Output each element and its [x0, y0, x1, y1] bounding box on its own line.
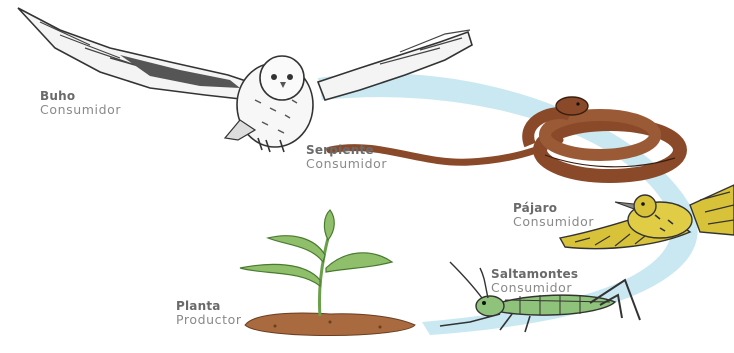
label-pajaro: Pájaro Consumidor	[513, 202, 594, 229]
organism-name-pajaro: Pájaro	[513, 202, 594, 215]
label-saltamontes: Saltamontes Consumidor	[491, 268, 578, 295]
organism-role-planta: Productor	[176, 313, 242, 327]
label-planta: Planta Productor	[176, 300, 242, 327]
organism-role-buho: Consumidor	[40, 103, 121, 117]
organism-name-planta: Planta	[176, 300, 242, 313]
plant-icon	[240, 210, 415, 336]
label-buho: Buho Consumidor	[40, 90, 121, 117]
organism-role-serpiente: Consumidor	[306, 157, 387, 171]
organism-role-pajaro: Consumidor	[513, 215, 594, 229]
label-serpiente: Serpiente Consumidor	[306, 144, 387, 171]
organism-name-serpiente: Serpiente	[306, 144, 387, 157]
organism-name-buho: Buho	[40, 90, 121, 103]
organism-name-saltamontes: Saltamontes	[491, 268, 578, 281]
organism-role-saltamontes: Consumidor	[491, 281, 578, 295]
